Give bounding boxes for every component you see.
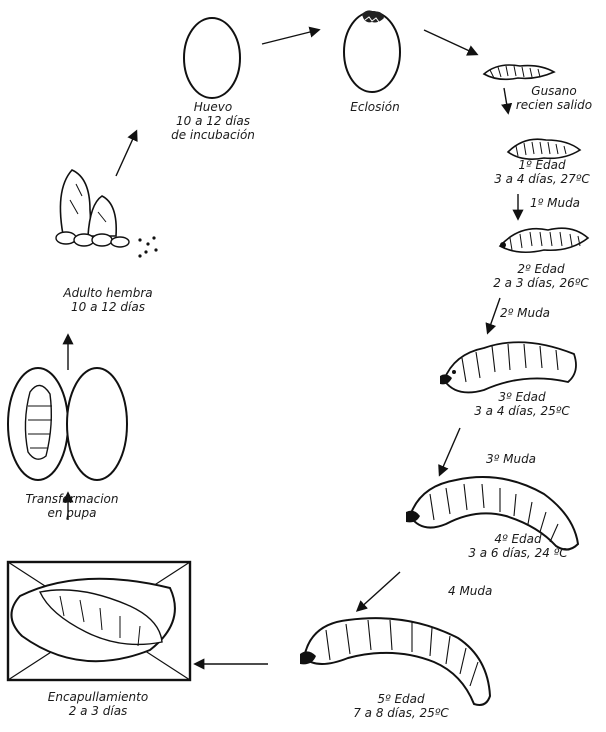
arrow-third-to-fourth-instar bbox=[440, 428, 460, 474]
third-instar-larva-shape bbox=[440, 342, 576, 392]
third-instar-label: 3º Edad 3 a 4 días, 25ºC bbox=[462, 390, 582, 418]
arrow-second-to-third-instar bbox=[488, 298, 500, 332]
first-instar-larva-shape bbox=[508, 139, 580, 159]
pupa-shape bbox=[8, 368, 127, 480]
adult-moth-shape bbox=[56, 170, 158, 258]
first-instar-label: 1º Edad 3 a 4 días, 27ºC bbox=[484, 158, 600, 186]
fourth-instar-label: 4º Edad 3 a 6 días, 24 ºC bbox=[448, 532, 588, 560]
newborn-larva-shape bbox=[484, 65, 554, 79]
egg-shape bbox=[184, 18, 240, 98]
newborn-label: Gusano recien salido bbox=[508, 84, 600, 112]
first-molt-label: 1º Muda bbox=[530, 196, 580, 210]
fourth-molt-label: 4 Muda bbox=[448, 584, 492, 598]
second-instar-label: 2º Edad 2 a 3 días, 26ºC bbox=[482, 262, 600, 290]
arrow-adult-to-egg bbox=[116, 132, 136, 176]
pupa-label: Transformacion en pupa bbox=[14, 492, 130, 520]
arrow-egg-to-hatching bbox=[262, 30, 318, 44]
third-molt-label: 3º Muda bbox=[486, 452, 536, 466]
egg-label: Huevo 10 a 12 días de incubación bbox=[158, 100, 268, 142]
adult-label: Adulto hembra 10 a 12 días bbox=[48, 286, 168, 314]
cocooning-label: Encapullamiento 2 a 3 días bbox=[28, 690, 168, 718]
hatching-egg-shape bbox=[344, 10, 400, 92]
arrow-hatching-to-newborn bbox=[424, 30, 476, 54]
second-instar-larva-shape bbox=[500, 228, 588, 252]
second-molt-label: 2º Muda bbox=[500, 306, 550, 320]
cocoon-shape bbox=[8, 562, 190, 680]
fifth-instar-label: 5º Edad 7 a 8 días, 25ºC bbox=[336, 692, 466, 720]
arrow-fourth-to-fifth-instar bbox=[358, 572, 400, 610]
hatching-label: Eclosión bbox=[330, 100, 420, 114]
